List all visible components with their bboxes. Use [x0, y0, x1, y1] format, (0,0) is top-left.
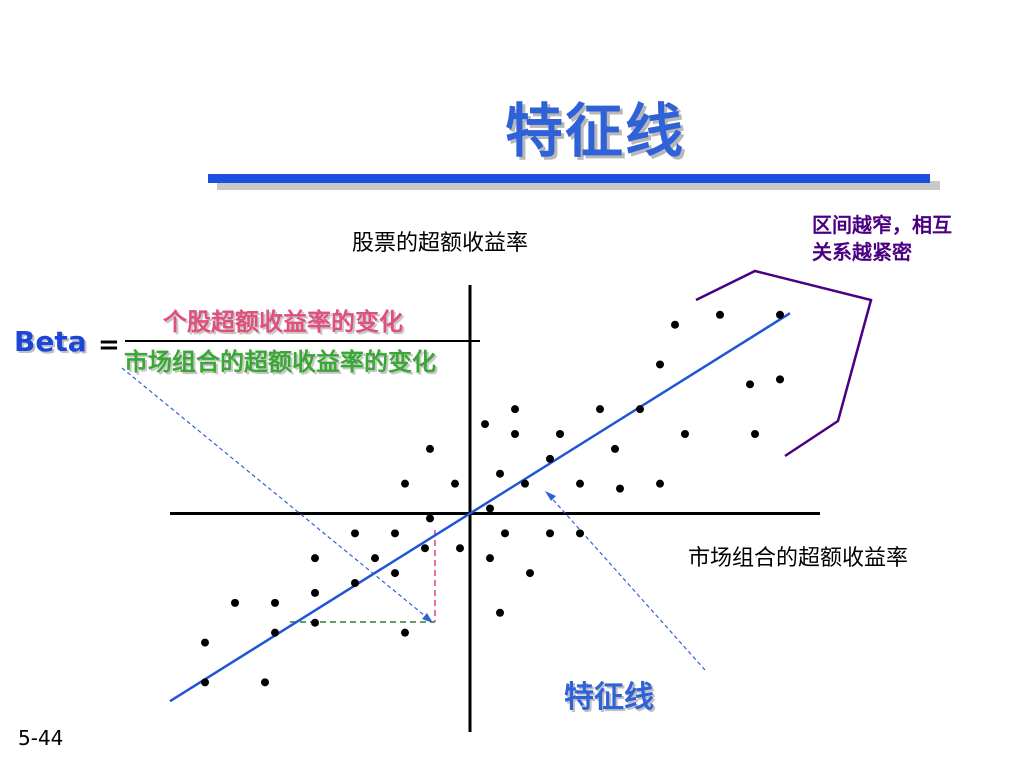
scatter-point-43 [496, 608, 504, 617]
scatter-point-3 [776, 310, 784, 319]
range-note: 区间越窄，相互 关系越紧密 [812, 212, 1012, 266]
scatter-point-2 [671, 320, 679, 329]
beta-denominator: 市场组合的超额收益率的变化 [124, 348, 436, 376]
scatter-point-40 [311, 588, 319, 597]
characteristic-line [169, 312, 791, 703]
scatter-point-17 [496, 469, 504, 478]
scatter-point-12 [556, 430, 564, 438]
scatter-point-30 [546, 529, 554, 538]
scatter-point-27 [351, 529, 359, 538]
scatter-point-33 [456, 544, 464, 553]
scatter-point-11 [511, 430, 519, 438]
scatter-point-48 [201, 678, 209, 687]
scatter-point-9 [636, 405, 644, 414]
scatter-point-24 [656, 479, 664, 488]
scatter-point-39 [526, 569, 534, 578]
scatter-point-13 [681, 430, 689, 438]
characteristic-line-label: 特征线 [564, 680, 654, 715]
title-underline-shadow [217, 181, 940, 190]
scatter-point-22 [576, 479, 584, 488]
beta-pointer-arrow [121, 367, 431, 621]
range-bracket [695, 269, 873, 458]
scatter-point-32 [421, 544, 429, 553]
beta-numerator: 个股超额收益率的变化 [163, 308, 403, 336]
scatter-point-20 [451, 479, 459, 488]
scatter-point-21 [521, 479, 529, 488]
y-axis-label: 股票的超额收益率 [352, 231, 529, 256]
scatter-point-46 [401, 628, 409, 637]
scatter-point-35 [371, 554, 379, 563]
scatter-point-45 [271, 628, 279, 637]
x-axis-label: 市场组合的超额收益率 [688, 546, 909, 571]
scatter-point-25 [486, 504, 494, 513]
scatter-point-28 [391, 529, 399, 538]
scatter-point-36 [486, 554, 494, 563]
scatter-point-19 [401, 479, 409, 488]
scatter-point-16 [546, 454, 554, 463]
title-underline [208, 174, 930, 183]
scatter-point-5 [746, 380, 754, 389]
scatter-point-1 [716, 310, 724, 319]
scatter-point-4 [656, 360, 664, 369]
scatter-point-15 [611, 444, 619, 453]
scatter-point-26 [426, 514, 434, 523]
line-label-pointer-arrow [547, 493, 706, 671]
scatter-point-44 [311, 618, 319, 627]
scatter-point-34 [311, 554, 319, 563]
scatter-point-42 [271, 598, 279, 607]
scatter-point-7 [511, 405, 519, 414]
page-title: 特征线 [504, 97, 685, 165]
scatter-point-37 [391, 569, 399, 578]
scatter-point-18 [426, 444, 434, 453]
scatter-point-41 [231, 598, 239, 607]
scatter-point-38 [351, 579, 359, 587]
scatter-point-10 [481, 420, 489, 429]
line-label-pointer-arrowhead [545, 491, 556, 501]
scatter-point-31 [576, 529, 584, 538]
scatter-point-8 [596, 405, 604, 414]
range-note-line-2: 关系越紧密 [812, 240, 912, 264]
page-number: 5-44 [18, 726, 64, 750]
equals-sign: = [98, 330, 120, 360]
scatter-point-47 [201, 638, 209, 647]
scatter-point-6 [776, 375, 784, 384]
beta-label: Beta [14, 325, 87, 358]
scatter-point-29 [501, 529, 509, 538]
fraction-bar [125, 340, 480, 342]
scatter-point-14 [751, 430, 759, 438]
scatter-point-49 [261, 678, 269, 687]
scatter-point-23 [616, 484, 624, 493]
beta-pointer-arrowhead [422, 613, 433, 623]
range-note-line-1: 区间越窄，相互 [812, 213, 952, 237]
